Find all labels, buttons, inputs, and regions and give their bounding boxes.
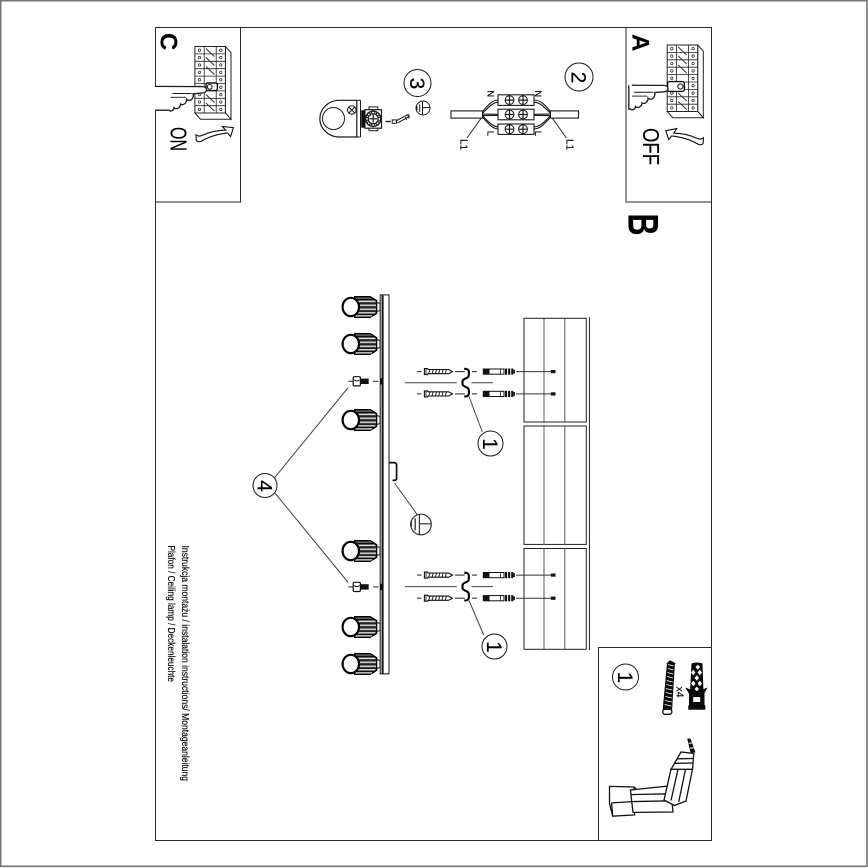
svg-text:2: 2 [567, 72, 590, 84]
svg-text:Instrukcja montażu / instalati: Instrukcja montażu / instalation instruc… [179, 546, 190, 782]
svg-text:B: B [619, 214, 666, 236]
svg-text:ON: ON [166, 127, 192, 151]
svg-text:L1: L1 [458, 139, 469, 151]
svg-text:L: L [532, 131, 543, 136]
svg-text:4: 4 [253, 480, 276, 492]
svg-text:OFF: OFF [638, 128, 664, 165]
svg-text:L1: L1 [564, 139, 575, 151]
svg-text:N: N [532, 90, 543, 97]
svg-text:C: C [154, 33, 181, 50]
svg-text:1: 1 [613, 672, 636, 684]
svg-text:N: N [485, 90, 496, 97]
svg-text:L: L [485, 131, 496, 136]
svg-text:1: 1 [482, 641, 505, 653]
svg-text:3: 3 [405, 78, 428, 90]
svg-text:A: A [627, 34, 654, 51]
svg-text:Plafon / Ceiling lamp / Decken: Plafon / Ceiling lamp / Deckenleuchte [165, 546, 176, 683]
svg-text:x4: x4 [674, 687, 686, 698]
svg-text:1: 1 [478, 438, 501, 450]
